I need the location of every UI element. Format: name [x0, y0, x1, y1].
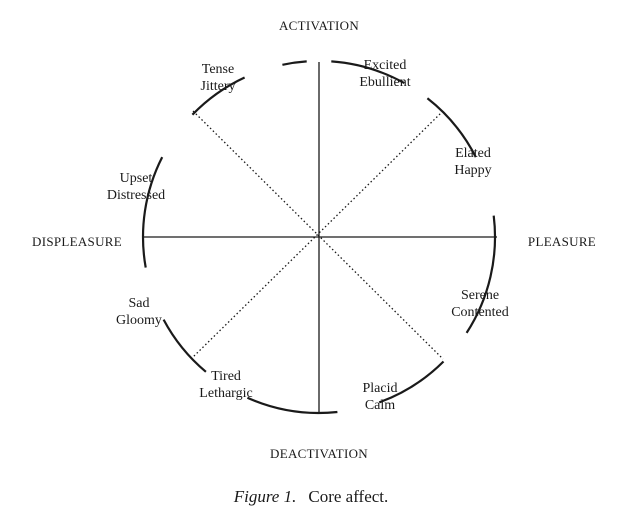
label-distressed: Distressed — [107, 188, 165, 203]
circle-arc-segment — [331, 60, 405, 85]
diagonal-activated-pleasure — [192, 110, 444, 360]
circle-arc-segment — [162, 319, 207, 373]
label-happy: Happy — [454, 163, 491, 178]
caption-text: Core affect. — [308, 487, 388, 506]
axis-label-pleasure: PLEASURE — [528, 234, 596, 249]
label-excited: Excited — [364, 58, 407, 73]
circle-arc-segment — [465, 215, 497, 334]
figure-caption: Figure 1. Core affect. — [233, 487, 389, 506]
label-lethargic: Lethargic — [199, 386, 252, 401]
circle-arc-segment — [191, 76, 246, 116]
circle-arc-segment — [378, 360, 445, 404]
label-serene: Serene — [461, 288, 499, 303]
label-upset: Upset — [120, 171, 153, 186]
label-contented: Contented — [451, 305, 509, 320]
label-tired: Tired — [211, 369, 241, 384]
label-tense: Tense — [202, 62, 234, 77]
circle-arc-segment — [282, 60, 307, 66]
circle-arc-segment — [246, 396, 338, 415]
axis-label-activation: ACTIVATION — [279, 18, 359, 33]
label-sad: Sad — [129, 296, 150, 311]
diagonal-activated-displeasure — [190, 110, 444, 360]
label-ebullient: Ebullient — [359, 75, 410, 90]
caption-figure-number: Figure 1. — [233, 487, 297, 506]
label-gloomy: Gloomy — [116, 313, 162, 328]
circle-arc-segment — [141, 156, 164, 268]
label-jittery: Jittery — [201, 79, 236, 94]
circumplex-circle — [141, 60, 497, 415]
label-elated: Elated — [455, 146, 491, 161]
axis-label-displeasure: DISPLEASURE — [32, 234, 122, 249]
circle-arc-segment — [426, 97, 477, 158]
label-calm: Calm — [365, 398, 395, 413]
axis-label-deactivation: DEACTIVATION — [270, 446, 368, 461]
label-placid: Placid — [363, 381, 398, 396]
